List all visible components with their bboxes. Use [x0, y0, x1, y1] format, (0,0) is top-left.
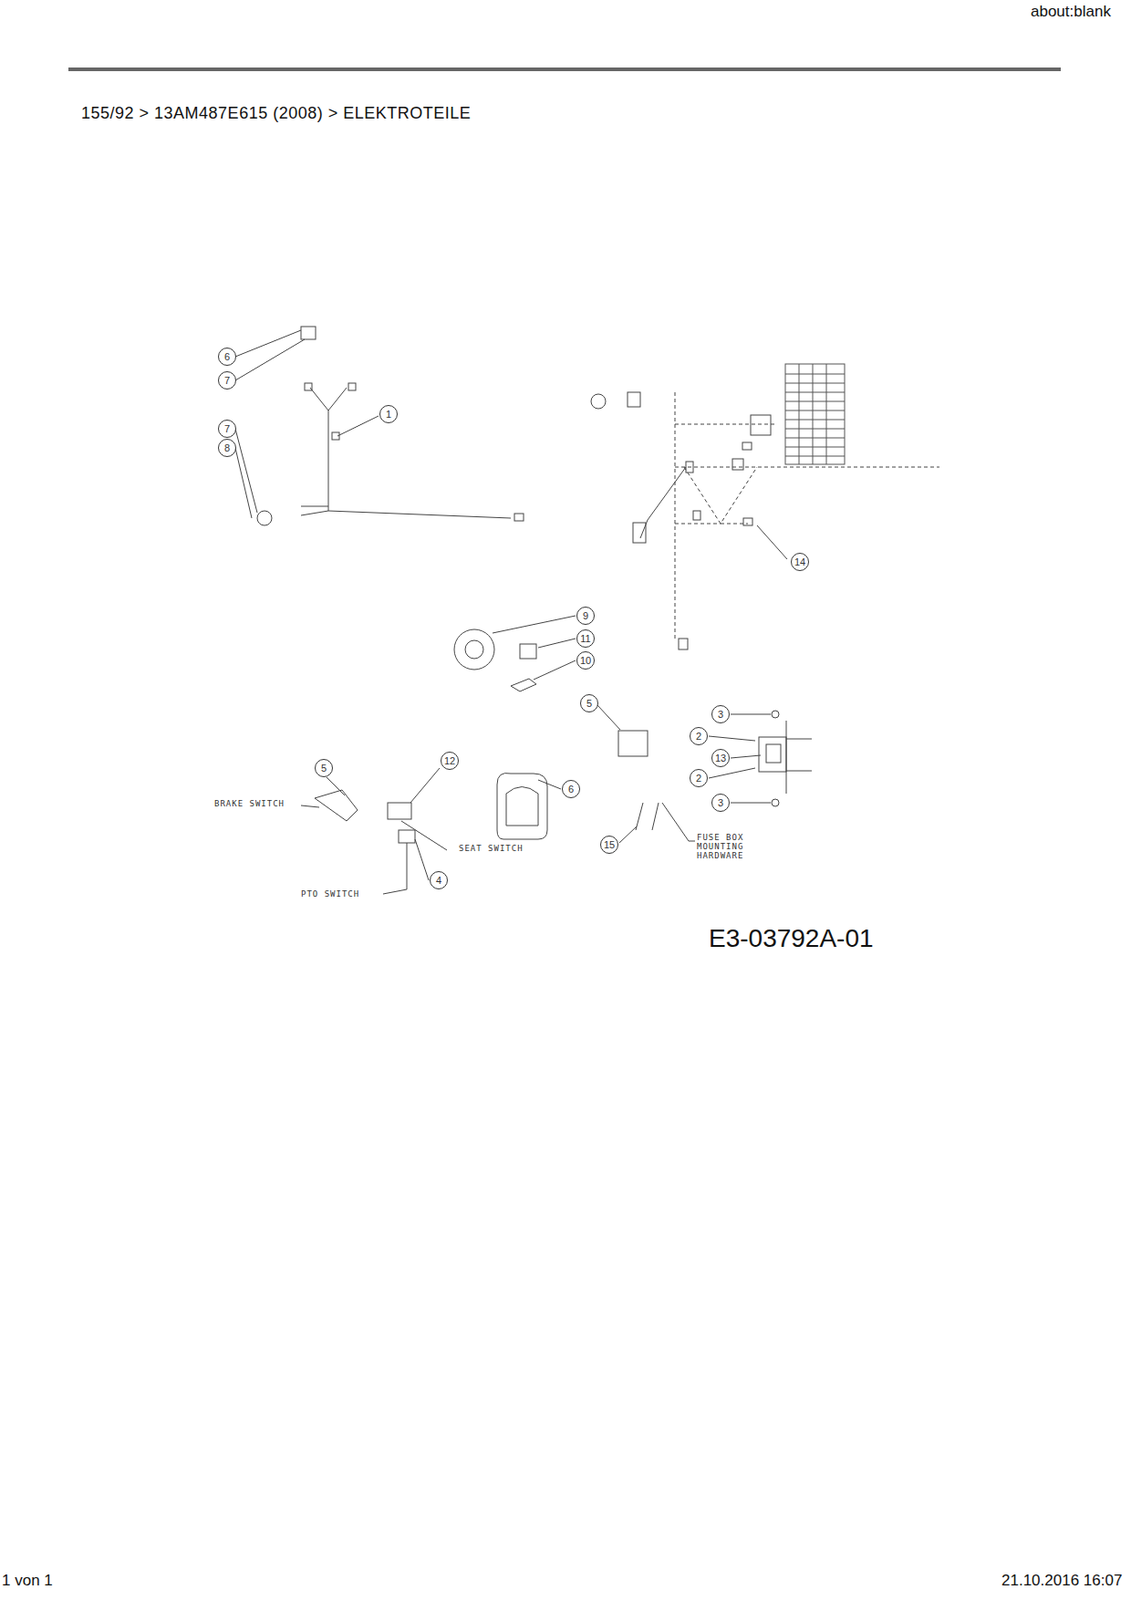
page-url: about:blank — [1030, 3, 1111, 21]
callout-number: 6 — [561, 779, 581, 799]
callout-number: 3 — [711, 705, 730, 724]
callout-number: 7 — [217, 371, 237, 390]
part-name: FUSE BOX MOUNTING HARDWARE — [696, 833, 763, 862]
part-name: BRAKE SWITCH — [214, 799, 285, 810]
callout-number: 11 — [576, 629, 595, 648]
callout-number: 12 — [440, 751, 459, 770]
callout-number: 9 — [576, 606, 595, 625]
callout-number: 15 — [600, 835, 619, 854]
callout-number: 6 — [217, 347, 237, 366]
drawing-number: E3-03792A-01 — [708, 924, 874, 954]
callout-number: 3 — [711, 793, 730, 812]
page-title: 155/92 > 13AM487E615 (2008) > ELEKTROTEI… — [81, 104, 471, 124]
callout-number: 4 — [429, 871, 448, 890]
callout-number: 7 — [217, 419, 237, 438]
callout-number: 10 — [576, 651, 595, 670]
part-name: SEAT SWITCH — [458, 844, 524, 854]
callout-number: 14 — [790, 552, 810, 571]
page-footer: 1 von 1 — [1, 1572, 53, 1590]
callout-number: 2 — [689, 726, 708, 746]
callout-number: 2 — [689, 768, 708, 788]
part-name: PTO SWITCH — [300, 890, 360, 900]
page-footer: 21.10.2016 16:07 — [1001, 1572, 1122, 1590]
callout-number: 13 — [711, 748, 730, 768]
callout-number: 5 — [580, 694, 599, 713]
callout-number: 5 — [314, 758, 333, 778]
callout-number: 1 — [379, 404, 398, 424]
callout-number: 8 — [217, 438, 237, 457]
